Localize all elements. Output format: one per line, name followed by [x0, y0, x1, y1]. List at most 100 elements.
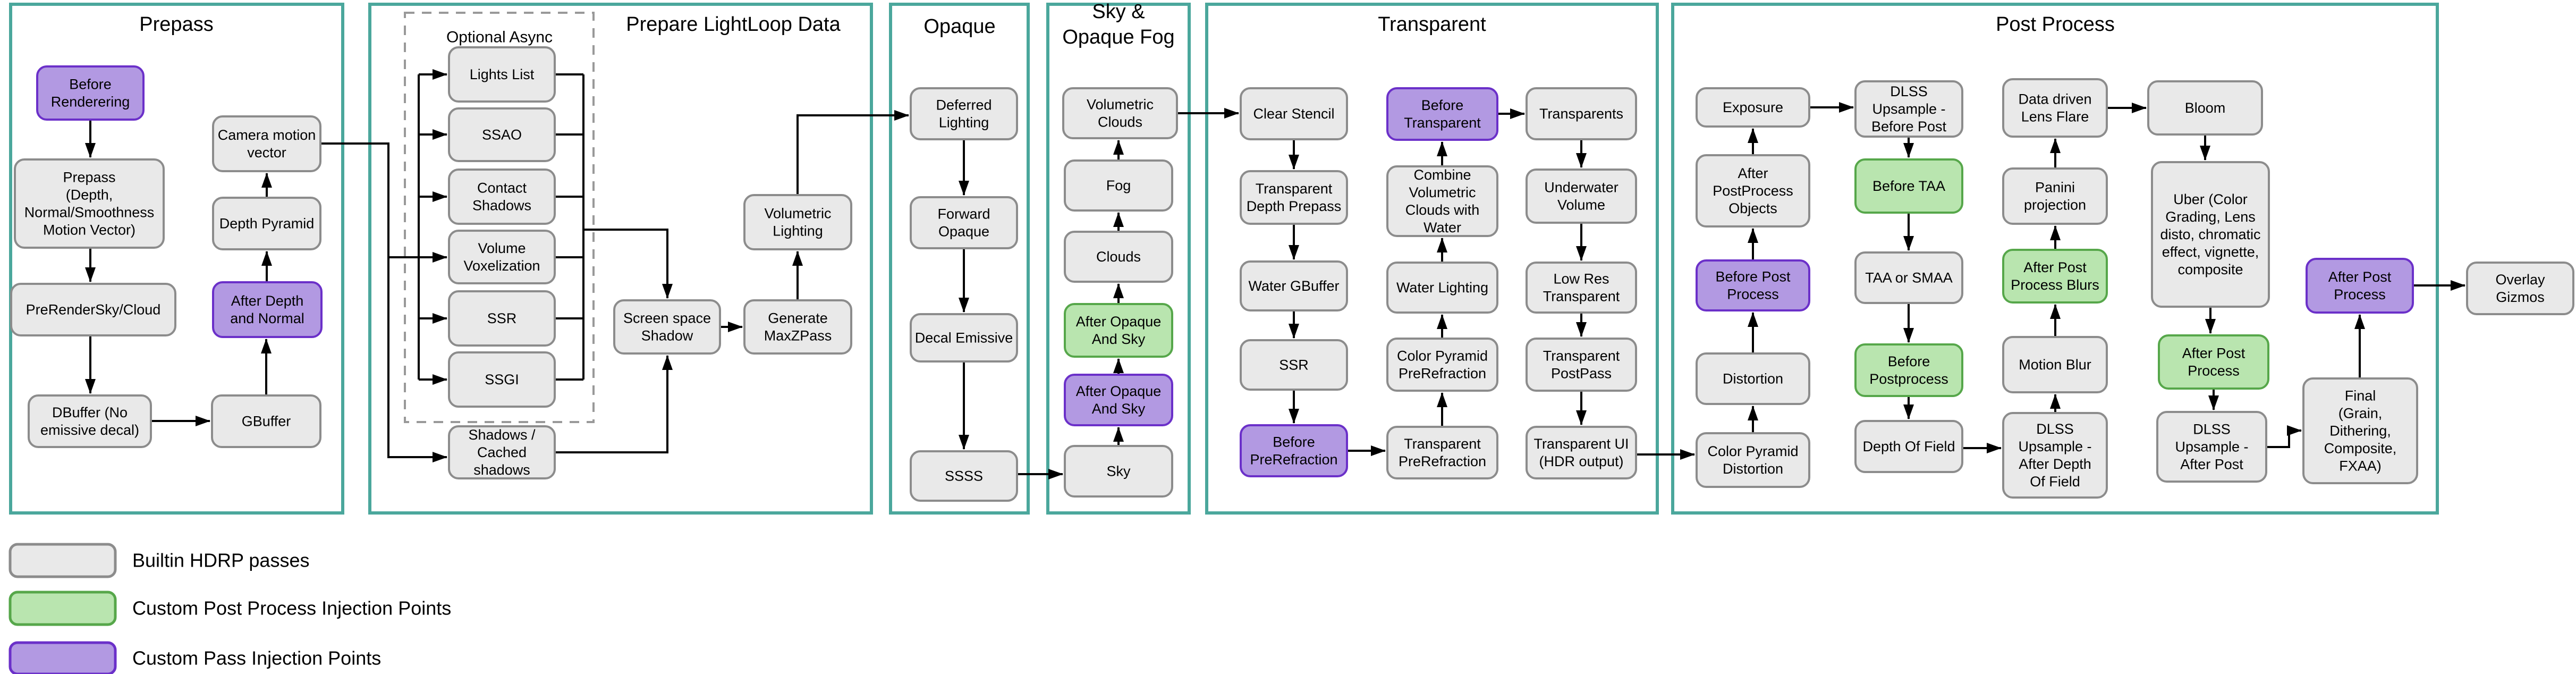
node-final-grain-dithering-composite-fxaa: Final(Grain,Dithering,Composite,FXAA) [2302, 377, 2418, 484]
node-final-grain-dithering-composite-fxaa-label: Final(Grain,Dithering,Composite,FXAA) [2324, 388, 2397, 474]
section-transparent-title: Transparent [1378, 13, 1486, 36]
node-distortion-label: Distortion [1723, 371, 1783, 387]
node-lights-list-box [448, 46, 556, 103]
legend-swatch-custom-post [9, 591, 117, 626]
node-depth-pyramid-label: Depth Pyramid [219, 216, 315, 232]
node-prerender-sky-cloud-label: PreRenderSky/Cloud [26, 302, 161, 318]
node-uber-box [2151, 161, 2270, 308]
section-prepare-lightloop-data: Prepare LightLoop Data [368, 3, 873, 515]
node-distortion-box [1696, 352, 1810, 405]
node-after-post-process-custom-post-box [2158, 334, 2269, 390]
node-shadows-cached-shadows-box [448, 425, 556, 479]
node-volumetric-lighting-box [743, 194, 852, 250]
node-distortion: Distortion [1696, 352, 1810, 405]
node-motion-blur-label: Motion Blur [2019, 357, 2091, 373]
legend-swatch-builtin [9, 543, 117, 578]
node-motion-blur-box [2002, 336, 2108, 393]
node-transparents-box [1526, 87, 1637, 140]
node-clouds: Clouds [1064, 231, 1173, 283]
node-color-pyramid-distortion-box [1696, 432, 1810, 488]
node-bloom-label: Bloom [2185, 100, 2226, 116]
node-volumetric-clouds-box [1062, 87, 1178, 139]
node-low-res-transparent-box [1526, 262, 1637, 314]
edge-23 [583, 229, 673, 299]
node-clouds-label: Clouds [1096, 249, 1141, 265]
legend-item-custom-post: Custom Post Process Injection Points [9, 591, 451, 626]
node-dlss-upsample-after-post-box [2156, 411, 2267, 483]
legend-label-builtin: Builtin HDRP passes [132, 550, 309, 571]
node-dlss-upsample-before-post-box [1854, 80, 1963, 138]
node-gbuffer-box [211, 394, 321, 448]
legend-item-builtin: Builtin HDRP passes [9, 543, 309, 578]
node-ssgi: SSGI [448, 351, 556, 408]
node-after-opaque-and-sky-pass-box [1064, 374, 1173, 426]
node-ssgi-box [448, 351, 556, 408]
node-before-taa-label: Before TAA [1872, 178, 1945, 194]
node-fog: Fog [1064, 159, 1173, 212]
node-water-lighting-label: Water Lighting [1396, 280, 1488, 296]
node-screen-space-shadow-box [613, 299, 721, 355]
node-sky: Sky [1064, 445, 1173, 498]
node-ssao-label: SSAO [482, 127, 522, 143]
node-depth-of-field-label: Depth Of Field [1862, 439, 1955, 454]
node-transparent-depth-prepass-box [1240, 170, 1348, 225]
node-exposure-box [1696, 87, 1810, 128]
node-data-driven-lens-flare-box [2002, 78, 2108, 138]
node-before-prerefraction-box [1240, 424, 1348, 477]
section-prepass-title: Prepass [139, 13, 213, 36]
node-water-lighting: Water Lighting [1386, 262, 1498, 314]
node-fog-box [1064, 159, 1173, 212]
edges-layer [85, 69, 2465, 479]
section-opaque-title: Opaque [923, 15, 995, 38]
node-ssgi-label: SSGI [485, 372, 519, 387]
node-before-transparent-box [1386, 87, 1498, 141]
node-transparents: Transparents [1526, 87, 1637, 140]
node-exposure-label: Exposure [1723, 99, 1783, 115]
node-after-postprocess-objects-box [1696, 154, 1810, 228]
node-exposure: Exposure [1696, 87, 1810, 128]
groups-layer: Optional Async [404, 12, 595, 423]
node-ssao-box [448, 107, 556, 162]
node-lights-list: Lights List [448, 46, 556, 103]
node-transparent-ui-hdr-output-label: Transparent UI(HDR output) [1533, 436, 1629, 469]
node-clouds-box [1064, 231, 1173, 283]
edge-24 [555, 355, 673, 453]
node-before-taa: Before TAA [1854, 158, 1963, 214]
node-before-rendering-box [36, 65, 145, 121]
node-clear-stencil-box [1240, 87, 1348, 140]
node-ssr-lightloop-label: SSR [487, 310, 517, 326]
node-depth-pyramid-box [212, 197, 321, 250]
node-depth-of-field: Depth Of Field [1854, 420, 1963, 473]
